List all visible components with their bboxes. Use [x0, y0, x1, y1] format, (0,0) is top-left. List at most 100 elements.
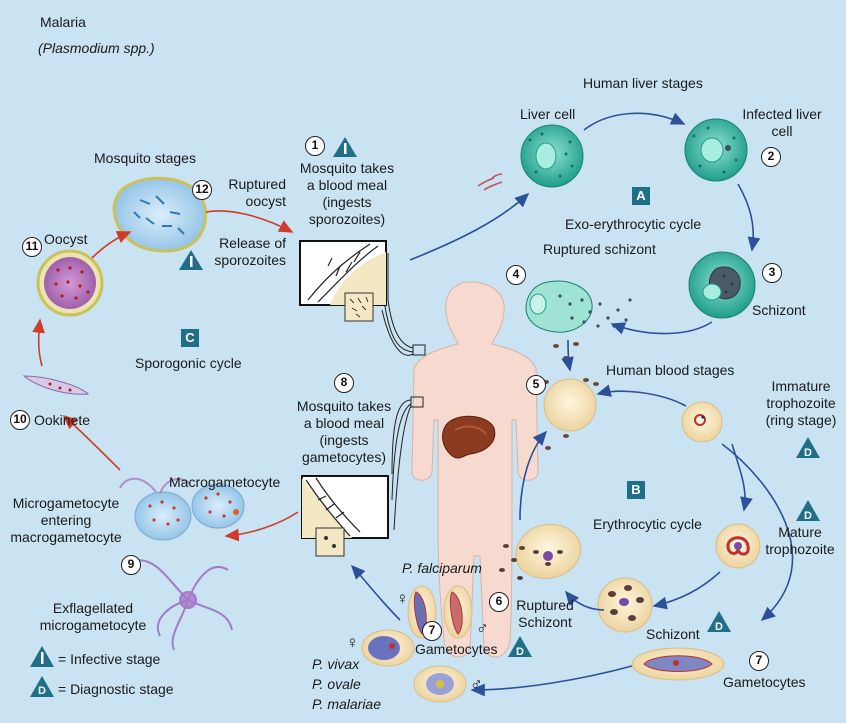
step-6-line: Ruptured — [516, 597, 574, 613]
micro-enter-line: Microgametocyte — [12, 495, 120, 511]
mosquito-bite-box-2 — [301, 475, 389, 557]
step-6-badge: 6 — [489, 592, 509, 612]
cycle-arrows — [32, 112, 794, 697]
step-1-line: sporozoites) — [308, 211, 386, 227]
female-symbol: ♀ — [346, 633, 359, 652]
ruptured-liver-schizont — [525, 280, 632, 333]
infective-stage-icon — [179, 250, 203, 270]
human-body-figure — [381, 253, 539, 658]
svg-text:D: D — [715, 621, 723, 633]
erythrocytic-cycle-label: Erythrocytic cycle — [593, 516, 702, 532]
diagnostic-stage-icon: D — [508, 636, 532, 658]
step-12-line: oocyst — [245, 193, 286, 209]
step-1-line: (ingests — [322, 194, 372, 210]
mosquito-bite-box-1 — [299, 240, 387, 322]
liver-schizont — [688, 251, 756, 319]
legend-infective-icon — [30, 646, 54, 667]
step-5-badge: 5 — [526, 375, 546, 395]
step-8-line: Mosquito takes — [296, 398, 392, 414]
sporozoite-squiggles — [477, 173, 503, 191]
microgametocyte-entering — [119, 477, 192, 541]
mature-trophozoite-rbc — [715, 523, 761, 569]
step-1-line: a blood meal — [306, 177, 388, 193]
release-sporozoites-label: Release of sporozoites — [198, 235, 286, 269]
step-12-line: Ruptured — [228, 176, 286, 192]
species-malariae: P. malariae — [312, 696, 382, 712]
cycle-badge-c: C — [181, 329, 199, 347]
vivax-gametocyte-male — [413, 665, 467, 703]
ookinete — [22, 375, 90, 395]
species-vivax: P. vivax — [312, 656, 360, 672]
cycle-badge-a: A — [632, 187, 650, 205]
step-10-badge: 10 — [10, 410, 30, 430]
step-3-badge: 3 — [762, 263, 782, 283]
release-line: sporozoites — [214, 252, 286, 268]
immature-line: (ring stage) — [765, 412, 837, 428]
merozoite-cloud — [543, 342, 599, 450]
infected-liver-cell — [684, 118, 748, 182]
legend-diagnostic-text: = Diagnostic stage — [58, 681, 174, 697]
gametocytes-label: Gametocytes — [415, 641, 498, 657]
species-falciparum: P. falciparum — [402, 560, 482, 576]
legend-diagnostic-icon: D — [30, 676, 54, 697]
step-1-text: Mosquito takes a blood meal (ingests spo… — [285, 160, 409, 228]
ring-stage-rbc — [681, 401, 723, 443]
step-8-badge: 8 — [334, 373, 354, 393]
female-symbol: ♀ — [396, 589, 409, 608]
mature-line: trophozoite — [765, 541, 835, 557]
step-9-badge: 9 — [121, 555, 141, 575]
step-2-line: Infected liver — [742, 106, 822, 122]
cycle-badge-b: B — [627, 481, 645, 499]
diagnostic-stage-icon: D — [707, 611, 731, 633]
heading-mosquito-stages: Mosquito stages — [94, 150, 196, 166]
oocyst-label: Oocyst — [44, 231, 88, 247]
page-subtitle: (Plasmodium spp.) — [38, 40, 155, 56]
liver-schizont-label: Schizont — [752, 302, 806, 318]
micro-enter-line: entering — [40, 512, 92, 528]
microgametocyte-entering-label: Microgametocyte entering macrogametocyte — [4, 495, 128, 546]
step-2-line: cell — [771, 123, 793, 139]
step-2-badge: 2 — [761, 147, 781, 167]
step-12-badge: 12 — [192, 180, 212, 200]
step-8-line: a blood meal — [303, 415, 385, 431]
svg-text:D: D — [516, 646, 524, 658]
step-8-text: Mosquito takes a blood meal (ingests gam… — [281, 398, 407, 466]
step-1-line: Mosquito takes — [299, 160, 395, 176]
ruptured-blood-schizont-label: Ruptured Schizont — [510, 597, 580, 631]
infective-stage-icon — [333, 137, 357, 157]
step-7-badge: 7 — [422, 621, 442, 641]
exflag-line: Exflagellated — [52, 600, 134, 616]
blood-schizont-label: Schizont — [646, 626, 700, 642]
blood-schizont-rbc — [597, 577, 653, 633]
immature-trophozoite-label: Immature trophozoite (ring stage) — [760, 378, 842, 429]
ruptured-schizont-label: Ruptured schizont — [543, 241, 656, 257]
exo-erythrocytic-cycle-label: Exo-erythrocytic cycle — [565, 216, 702, 232]
ookinete-label: Ookinete — [34, 412, 91, 428]
ruptured-blood-schizont — [499, 523, 582, 580]
banana-gametocyte-rbc — [631, 647, 725, 681]
exflagellated-microgametocyte-label: Exflagellated microgametocyte — [28, 600, 158, 634]
falciparum-gametocyte-male — [443, 585, 473, 639]
step-8-line: gametocytes) — [301, 449, 387, 465]
exflag-line: microgametocyte — [39, 617, 147, 633]
species-ovale: P. ovale — [312, 676, 361, 692]
heading-human-liver-stages: Human liver stages — [583, 75, 703, 91]
male-symbol: ♂ — [470, 675, 483, 694]
step-1-badge: 1 — [305, 136, 325, 156]
svg-text:D: D — [38, 685, 46, 697]
immature-line: trophozoite — [766, 395, 836, 411]
step-6-line: Schizont — [518, 614, 572, 630]
page-title: Malaria — [40, 14, 86, 30]
male-symbol: ♂ — [476, 619, 489, 638]
ruptured-oocyst-label: Ruptured oocyst — [206, 176, 286, 210]
diagnostic-stage-icon: D — [796, 437, 820, 459]
gametocytes-label: Gametocytes — [723, 674, 806, 690]
step-8-line: (ingests — [319, 432, 369, 448]
macrogametocyte — [191, 483, 245, 529]
svg-text:D: D — [804, 510, 812, 522]
step-4-badge: 4 — [506, 265, 526, 285]
infected-liver-cell-label: Infected liver cell — [734, 106, 830, 140]
step-7-badge: 7 — [749, 651, 769, 671]
micro-enter-line: macrogametocyte — [10, 529, 122, 545]
immature-line: Immature — [771, 378, 831, 394]
